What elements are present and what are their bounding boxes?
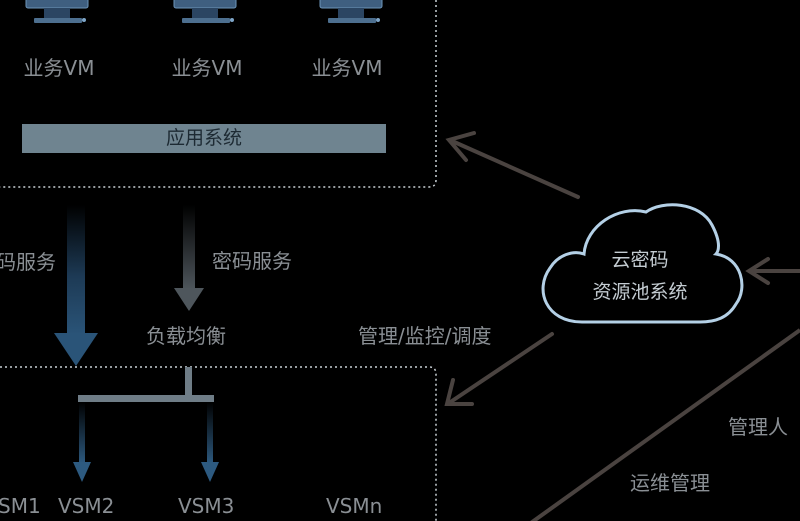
cloud-to-app-arrow — [445, 131, 580, 199]
manage-monitor-label: 管理/监控/调度 — [358, 324, 492, 348]
load-balance-label: 负载均衡 — [146, 324, 226, 348]
vsm-label: VSM3 — [178, 494, 235, 518]
ops-management-line — [530, 328, 800, 521]
business-vm-label: 业务VM — [23, 56, 95, 80]
vsm-arrow — [73, 402, 91, 482]
monitor-icon — [319, 0, 383, 23]
crypto-service-arrow — [174, 205, 204, 311]
monitor-icon — [173, 0, 237, 23]
cloud-icon — [541, 203, 744, 324]
crypto-service-arrow-large — [54, 205, 98, 366]
vsm-label: VSMn — [326, 494, 383, 518]
load-balancer-bar — [78, 367, 214, 402]
monitor-icon — [25, 0, 89, 23]
cloud-title-line2: 资源池系统 — [592, 281, 688, 303]
admin-label: 管理人 — [728, 415, 788, 439]
admin-to-cloud-arrow — [745, 257, 800, 285]
vsm-label: SM1 — [0, 494, 41, 518]
bottom-group-border — [0, 366, 437, 521]
cloud-to-vsm-arrow — [444, 332, 554, 406]
business-vm-label: 业务VM — [311, 56, 383, 80]
business-vm-label: 业务VM — [171, 56, 243, 80]
vsm-arrow — [201, 402, 219, 482]
crypto-service-label-left: 码服务 — [0, 250, 56, 274]
top-group-border — [0, 0, 437, 188]
application-system-bar: 应用系统 — [22, 124, 386, 153]
crypto-service-label: 密码服务 — [212, 249, 292, 273]
vsm-label: VSM2 — [58, 494, 115, 518]
cloud-title-line1: 云密码 — [611, 249, 669, 271]
ops-manage-label: 运维管理 — [630, 471, 710, 495]
